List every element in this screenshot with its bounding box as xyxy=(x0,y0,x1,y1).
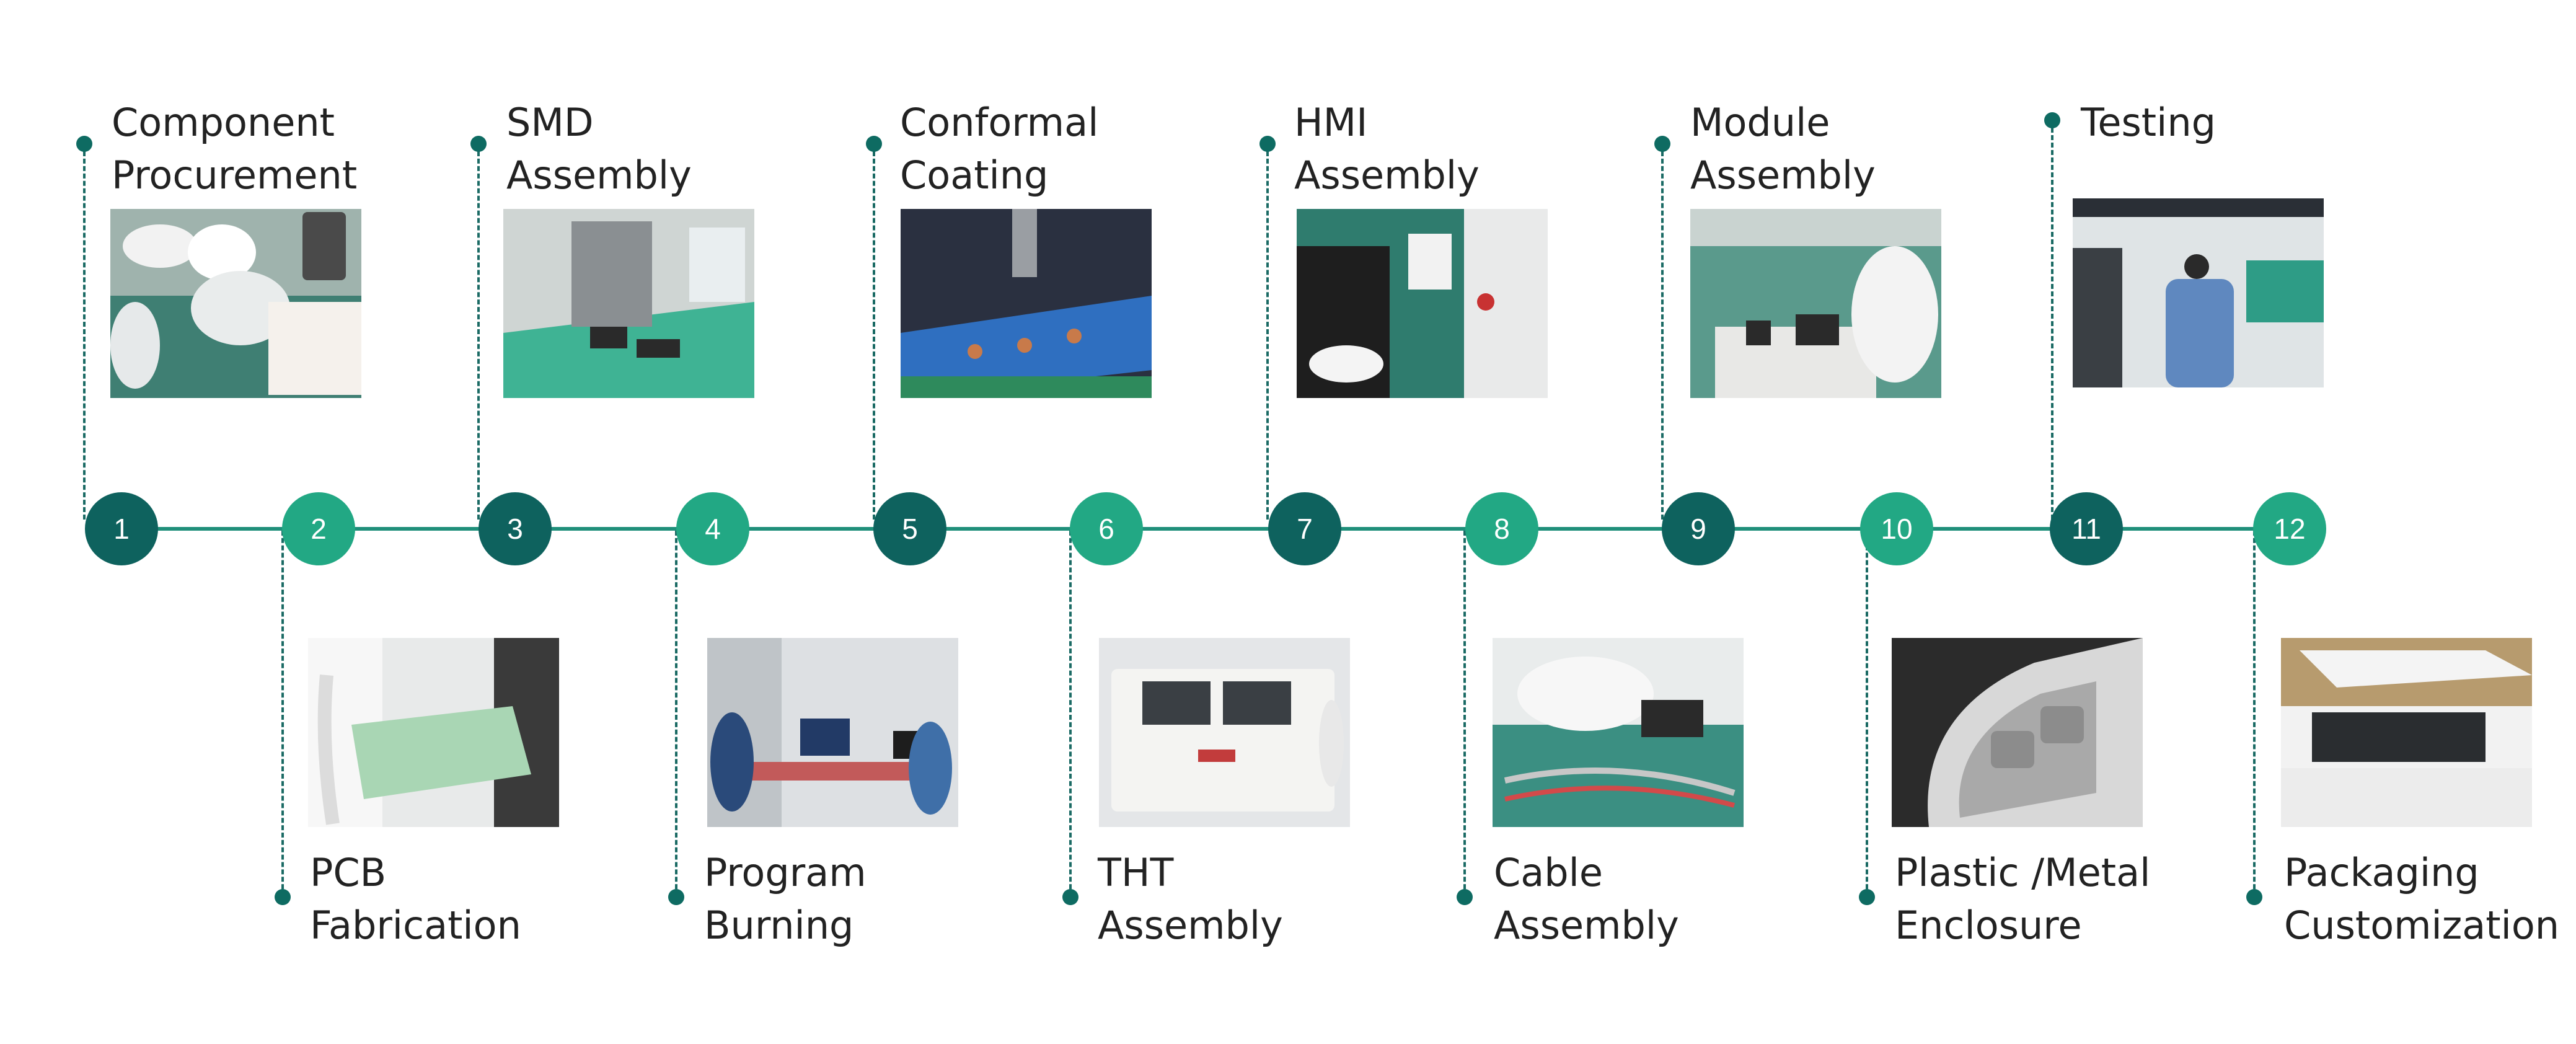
connector-line xyxy=(873,144,875,520)
connector-dot xyxy=(1259,136,1276,152)
connector-dot xyxy=(2044,112,2060,128)
connector-dot xyxy=(668,889,684,905)
pcb-fabrication-photo xyxy=(308,638,559,827)
connector-dot xyxy=(275,889,291,905)
connector-line xyxy=(1463,531,1466,896)
enclosure-photo xyxy=(1892,638,2143,827)
packaging-photo xyxy=(2281,638,2532,827)
connector-dot xyxy=(2246,889,2262,905)
step-number-badge: 3 xyxy=(479,492,552,565)
conformal-coating-photo xyxy=(901,209,1152,398)
step-number-badge: 12 xyxy=(2253,492,2326,565)
tht-assembly-photo xyxy=(1099,638,1350,827)
step-number-badge: 9 xyxy=(1662,492,1735,565)
connector-line xyxy=(2051,128,2053,520)
cable-assembly-photo xyxy=(1493,638,1744,827)
connector-line xyxy=(675,531,677,896)
program-burning-photo xyxy=(707,638,958,827)
step-number-badge: 8 xyxy=(1465,492,1538,565)
connector-line xyxy=(477,144,480,520)
step-label: Testing xyxy=(2081,100,2216,145)
step-number-badge: 2 xyxy=(282,492,355,565)
connector-line xyxy=(1069,531,1072,896)
step-number-badge: 11 xyxy=(2050,492,2123,565)
connector-dot xyxy=(866,136,882,152)
step-number-badge: 1 xyxy=(85,492,158,565)
connector-line xyxy=(2253,531,2256,896)
connector-line xyxy=(83,144,86,520)
step-number-badge: 7 xyxy=(1268,492,1341,565)
connector-dot xyxy=(1062,889,1078,905)
step-number-badge: 4 xyxy=(676,492,749,565)
connector-line xyxy=(1661,144,1664,520)
hmi-assembly-photo xyxy=(1297,209,1548,398)
connector-line xyxy=(1266,144,1269,520)
connector-dot xyxy=(76,136,92,152)
connector-line xyxy=(1866,531,1868,896)
connector-dot xyxy=(1654,136,1670,152)
module-assembly-photo xyxy=(1690,209,1941,398)
connector-dot xyxy=(470,136,487,152)
timeline-axis xyxy=(118,527,2293,531)
connector-line xyxy=(281,531,284,896)
step-number-badge: 6 xyxy=(1070,492,1143,565)
connector-dot xyxy=(1859,889,1875,905)
component-procurement-photo xyxy=(110,209,361,398)
connector-dot xyxy=(1457,889,1473,905)
testing-photo xyxy=(2073,198,2324,387)
step-number-badge: 5 xyxy=(873,492,946,565)
step-number-badge: 10 xyxy=(1860,492,1933,565)
smd-assembly-photo xyxy=(503,209,754,398)
